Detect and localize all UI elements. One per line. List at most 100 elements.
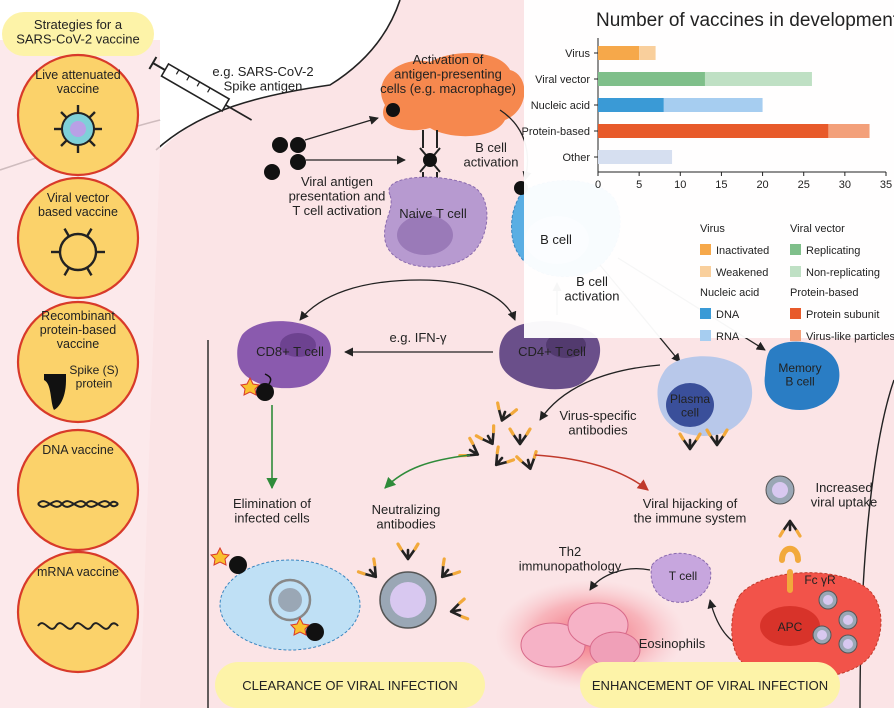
bar-dna <box>598 98 664 112</box>
legend-swatch <box>700 244 711 255</box>
arrow-naive-to-cd4 <box>419 279 517 321</box>
apc-antigen-dot <box>386 103 400 117</box>
legend-swatch <box>790 308 801 319</box>
body-outline <box>155 0 401 151</box>
legend-entry: Inactivated <box>716 245 769 257</box>
ifn-label: e.g. IFN-γ <box>389 330 447 345</box>
x-tick-label: 0 <box>595 179 601 191</box>
x-tick-label: 25 <box>798 179 810 191</box>
arrow-neutralizing <box>384 454 471 489</box>
viral-vector-icon <box>51 228 105 276</box>
apc-macrophage <box>381 52 525 137</box>
dna-helix-icon <box>37 500 119 508</box>
legend-entry: Protein subunit <box>806 309 879 321</box>
apc-label: APC <box>778 620 803 634</box>
bar-replicating <box>598 72 705 86</box>
live-virus-icon <box>54 105 102 153</box>
legend-swatch <box>790 330 801 341</box>
enhancement-label: ENHANCEMENT OF VIRAL INFECTION <box>592 678 828 693</box>
virus-icon <box>818 590 838 610</box>
virus-icon <box>765 475 795 505</box>
legend-entry: Weakened <box>716 267 768 279</box>
chart-title: Number of vaccines in development <box>596 10 894 31</box>
bar-virus-like-particles <box>828 124 870 138</box>
category-label: Viral vector <box>535 74 590 86</box>
bar-rna <box>663 98 763 112</box>
eosinophils-label: Eosinophils <box>639 636 706 651</box>
arrow-naive-to-cd8 <box>299 279 421 321</box>
x-tick-label: 15 <box>715 179 727 191</box>
antigen-dots <box>264 137 306 180</box>
legend-swatch <box>700 330 711 341</box>
strategy-circle <box>16 176 140 300</box>
category-label: Virus <box>565 48 590 60</box>
strategy-item-5: mRNA vaccine <box>16 550 140 674</box>
fc-receptor-icon <box>779 545 801 593</box>
fc-receptor-label: Fc γR <box>804 573 836 587</box>
bar-other <box>598 150 673 164</box>
enhancement-pill <box>580 662 840 708</box>
legend-swatch <box>790 266 801 277</box>
virus-icon <box>812 625 832 645</box>
cd8-label: CD8+ T cell <box>256 344 324 359</box>
x-tick-label: 20 <box>756 179 768 191</box>
cd4-label: CD4+ T cell <box>518 344 586 359</box>
legend-swatch <box>790 244 801 255</box>
small-t-cell-label: T cell <box>669 569 697 583</box>
legend-entry: DNA <box>716 309 740 321</box>
x-tick-label: 35 <box>880 179 892 191</box>
b-cell-label: B cell <box>540 232 572 247</box>
chart-panel <box>524 0 894 338</box>
strategies-header-pill <box>2 12 154 56</box>
legend-entry: Non-replicating <box>806 267 880 279</box>
x-tick-label: 30 <box>839 179 851 191</box>
naive-t-cell-label: Naive T cell <box>399 206 467 221</box>
legend-swatch <box>700 308 711 319</box>
spike-protein-label: Spike (S)protein <box>69 363 118 390</box>
legend-group-title: Viral vector <box>790 223 845 235</box>
legend-group-title: Virus <box>700 223 725 235</box>
clearance-label: CLEARANCE OF VIRAL INFECTION <box>242 678 458 693</box>
virus-icon <box>838 634 858 654</box>
star-icon <box>239 376 261 396</box>
arrow-t-to-eos <box>589 568 651 591</box>
bar-non-replicating <box>704 72 812 86</box>
bar-inactivated <box>598 46 640 60</box>
bar-protein-subunit <box>598 124 829 138</box>
bomb-icon <box>229 556 247 574</box>
eosinophils <box>520 602 641 669</box>
legend-group-title: Nucleic acid <box>700 287 759 299</box>
bomb-icon <box>306 623 324 641</box>
star-icon <box>289 616 311 636</box>
strategy-circle <box>16 300 140 424</box>
strategy-label: DNA vaccine <box>42 443 114 457</box>
mrna-wave-icon <box>37 622 119 630</box>
legend-entry: RNA <box>716 331 740 343</box>
arrow-plasma-to-antibodies <box>539 364 661 421</box>
x-tick-label: 10 <box>674 179 686 191</box>
neutralized-virus-icon <box>379 571 437 629</box>
arrow-hijacking <box>534 454 649 491</box>
category-label: Nucleic acid <box>531 100 590 112</box>
syringe-icon <box>148 56 253 121</box>
arrow-antigen-to-apc <box>304 116 379 141</box>
